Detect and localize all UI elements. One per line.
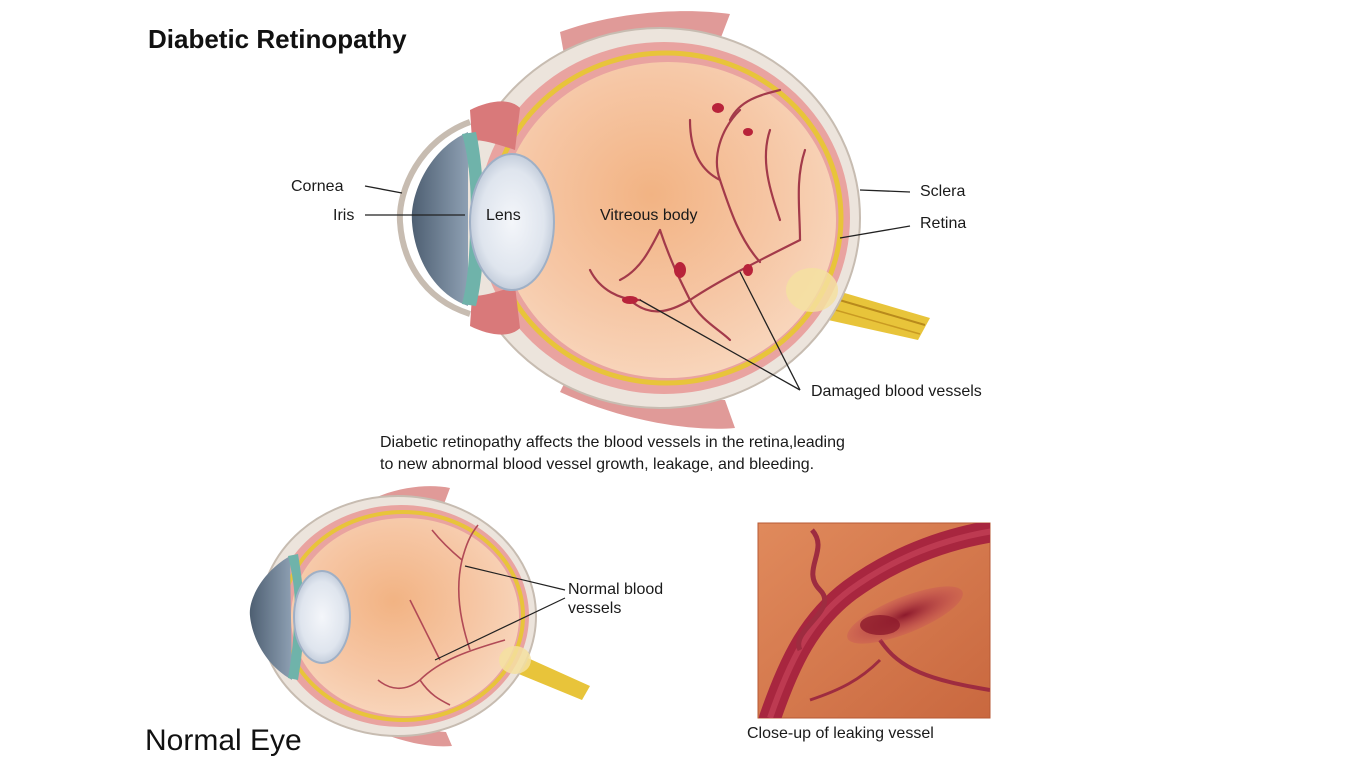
- normal-lens: [293, 570, 351, 664]
- label-lens: Lens: [486, 207, 521, 224]
- label-damaged-vessels: Damaged blood vessels: [811, 383, 982, 400]
- label-closeup: Close-up of leaking vessel: [747, 725, 934, 742]
- label-vitreous-body: Vitreous body: [600, 207, 698, 224]
- normal-eye-illustration: [249, 486, 590, 747]
- label-normal-vessels-line-2: vessels: [568, 600, 622, 617]
- normal-vessels: [377, 524, 506, 706]
- leader-lines: [364, 185, 911, 391]
- diabetic-eye: [364, 11, 930, 429]
- label-iris: Iris: [333, 207, 355, 224]
- label-normal-eye: Normal Eye: [145, 724, 302, 757]
- label-cornea: Cornea: [291, 178, 344, 195]
- cornea: [396, 119, 472, 317]
- caption-line-1: Diabetic retinopathy affects the blood v…: [380, 434, 845, 451]
- normal-leader-lines: [434, 565, 566, 661]
- vitreous-body: [500, 62, 836, 378]
- diagram-title: Diabetic Retinopathy: [148, 24, 407, 54]
- closeup-panel: [757, 522, 991, 719]
- caption-line-2: to new abnormal blood vessel growth, lea…: [380, 456, 815, 473]
- lens: [469, 153, 555, 291]
- label-retina: Retina: [920, 215, 967, 232]
- label-sclera: Sclera: [920, 183, 966, 200]
- label-normal-vessels: Normal blood vessels: [568, 580, 663, 618]
- caption: Diabetic retinopathy affects the blood v…: [380, 432, 1020, 476]
- label-normal-vessels-line-1: Normal blood: [568, 581, 664, 598]
- hemorrhages: [622, 103, 753, 304]
